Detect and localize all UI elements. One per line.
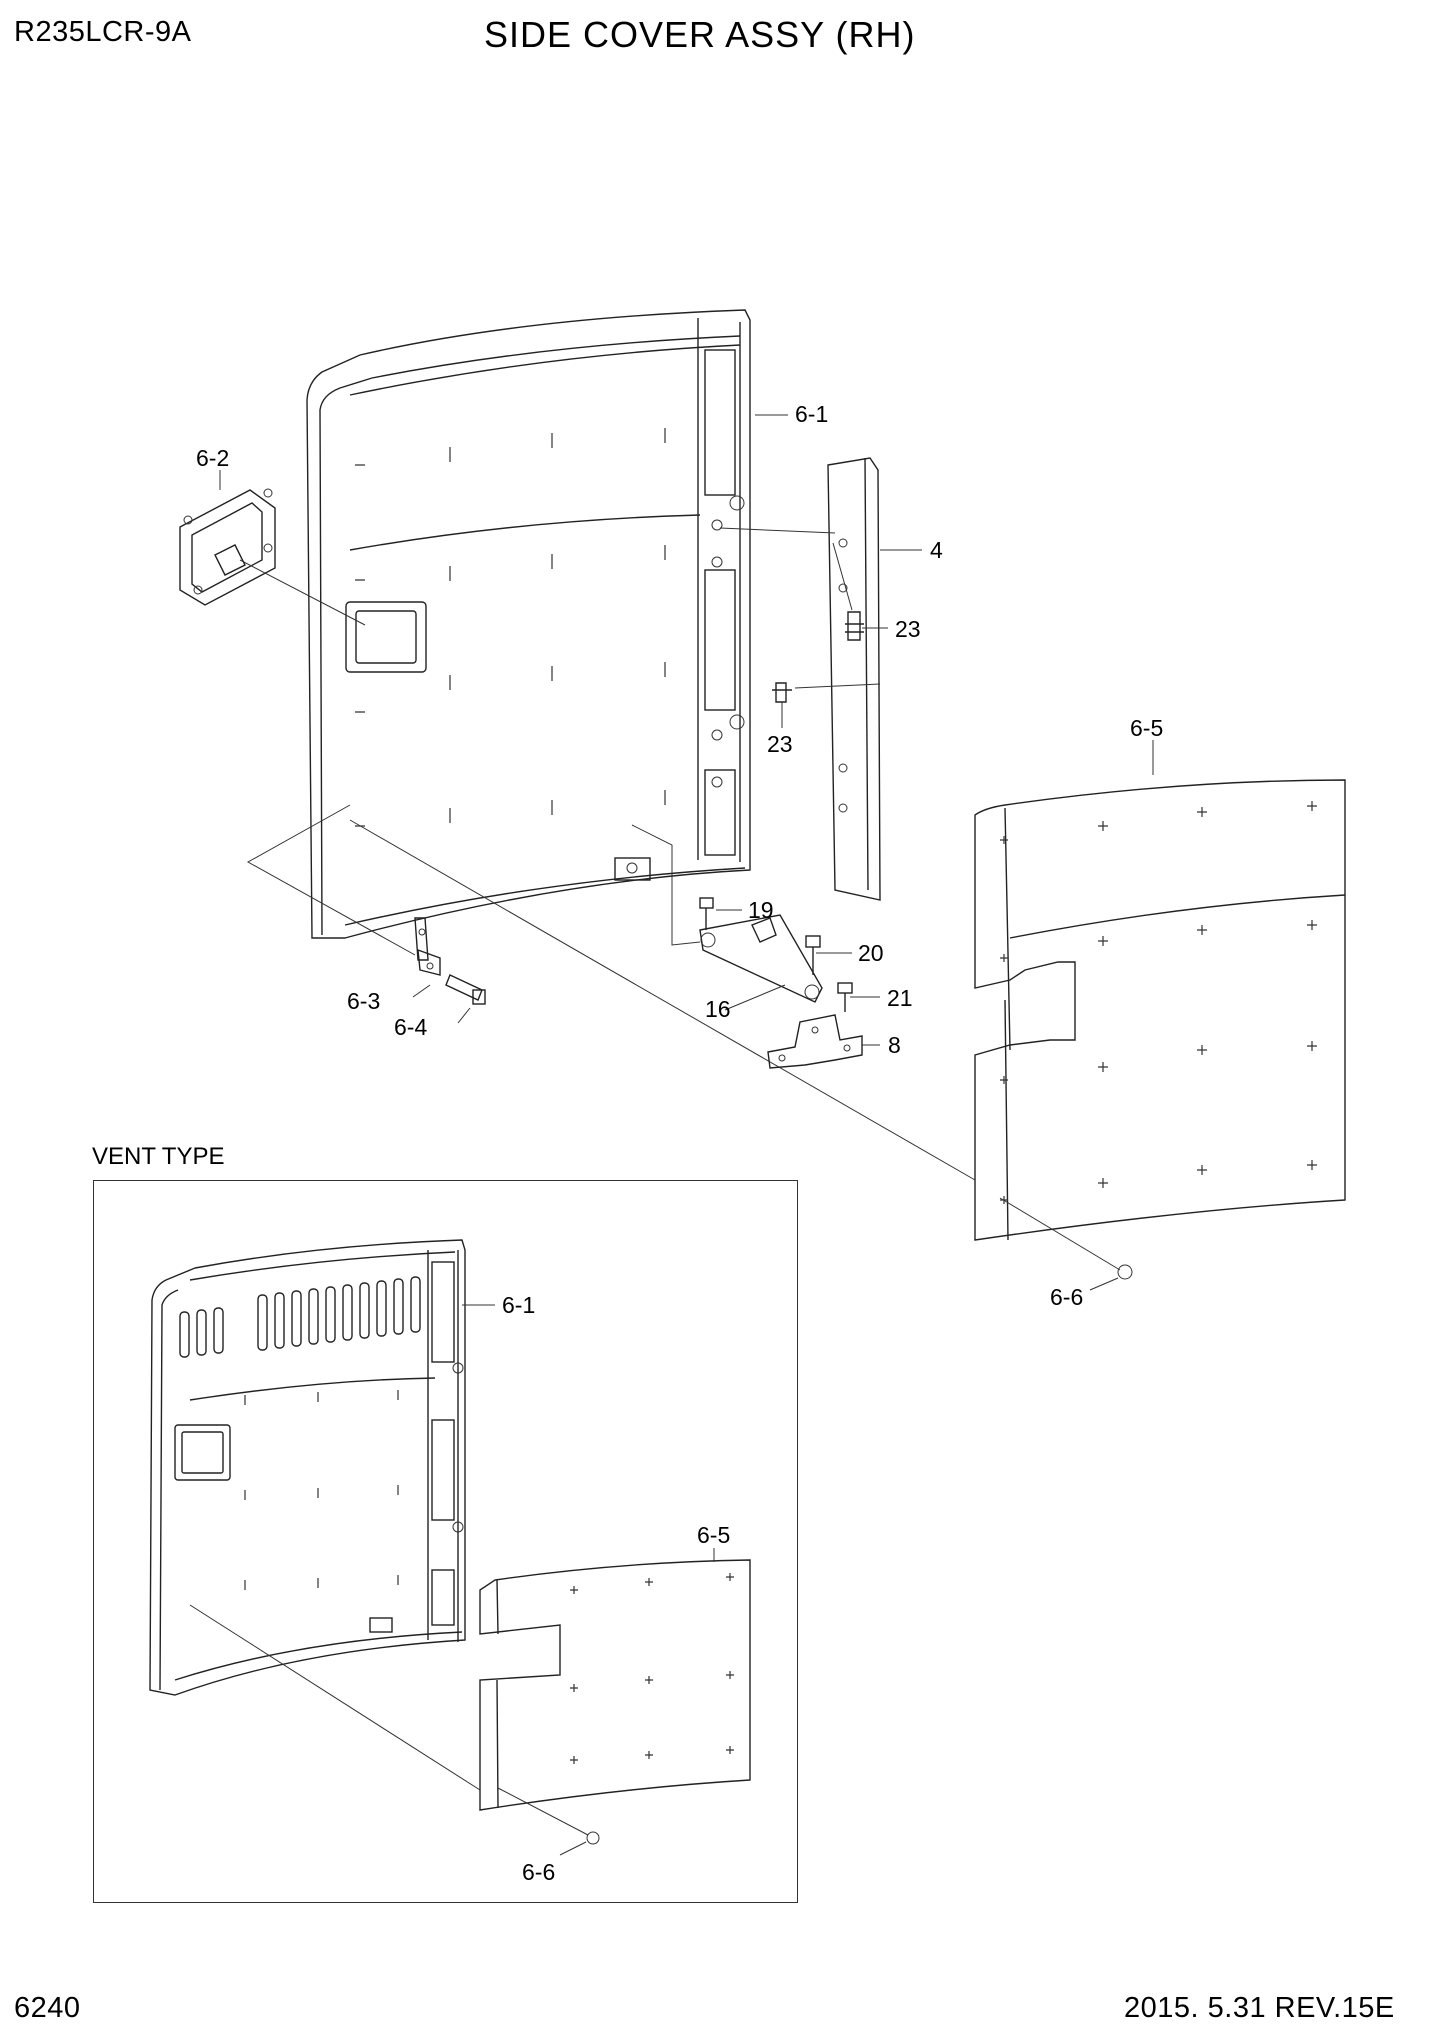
callout-6-2: 6-2 xyxy=(196,445,229,471)
callout-6-6: 6-6 xyxy=(1050,1284,1083,1310)
vent-leader-lines xyxy=(462,1304,715,1856)
callout-21: 21 xyxy=(887,985,913,1011)
bracket-8 xyxy=(767,1014,863,1069)
side-cover-panel xyxy=(306,309,751,939)
revision-date: 2015. 5.31 REV.15E xyxy=(1124,1992,1395,2024)
bolt-21 xyxy=(837,982,853,1012)
vent-cover-panel xyxy=(149,1239,466,1696)
bolt-19 xyxy=(699,897,714,930)
callout-4: 4 xyxy=(930,537,943,563)
bolt-23-lower xyxy=(772,682,792,712)
callout-23-upper: 23 xyxy=(895,616,921,642)
model-number: R235LCR-9A xyxy=(14,16,192,48)
leader-lines xyxy=(219,414,1154,1291)
page-title: SIDE COVER ASSY (RH) xyxy=(484,14,916,55)
vent-type-label: VENT TYPE xyxy=(92,1143,225,1170)
callout-8: 8 xyxy=(888,1032,901,1058)
vent-assembly-line xyxy=(189,1604,481,1791)
vent-callout-6-1: 6-1 xyxy=(502,1292,535,1318)
side-panel-part xyxy=(974,779,1346,1241)
assembly-line-latch xyxy=(631,824,701,946)
bolt-6-4 xyxy=(445,974,486,1005)
callout-6-1: 6-1 xyxy=(795,401,828,427)
page-number: 6240 xyxy=(14,1992,81,2024)
callout-6-3: 6-3 xyxy=(347,988,380,1014)
vent-louvers xyxy=(179,1276,421,1358)
grip-handle-part xyxy=(179,488,366,626)
hinge-strip-part xyxy=(719,457,881,901)
callout-6-5: 6-5 xyxy=(1130,715,1163,741)
vent-callout-6-6: 6-6 xyxy=(522,1859,555,1885)
panel-fastener-marks xyxy=(1000,801,1317,1204)
callout-6-4: 6-4 xyxy=(394,1014,427,1040)
lever-16 xyxy=(699,914,823,1003)
vent-callout-6-5: 6-5 xyxy=(697,1522,730,1548)
callout-16: 16 xyxy=(705,996,731,1022)
pin-6-6 xyxy=(999,1197,1133,1280)
assembly-line-cover-panel xyxy=(349,819,976,1181)
vent-side-panel xyxy=(479,1559,751,1811)
vent-type-inset-frame xyxy=(93,1180,798,1903)
bracket-6-3 xyxy=(414,917,441,976)
callout-23-lower: 23 xyxy=(767,731,793,757)
vent-pin xyxy=(497,1787,600,1845)
callout-19: 19 xyxy=(748,897,774,923)
assembly-line-bracket xyxy=(246,804,416,956)
callout-20: 20 xyxy=(858,940,884,966)
bolt-20 xyxy=(805,935,821,975)
